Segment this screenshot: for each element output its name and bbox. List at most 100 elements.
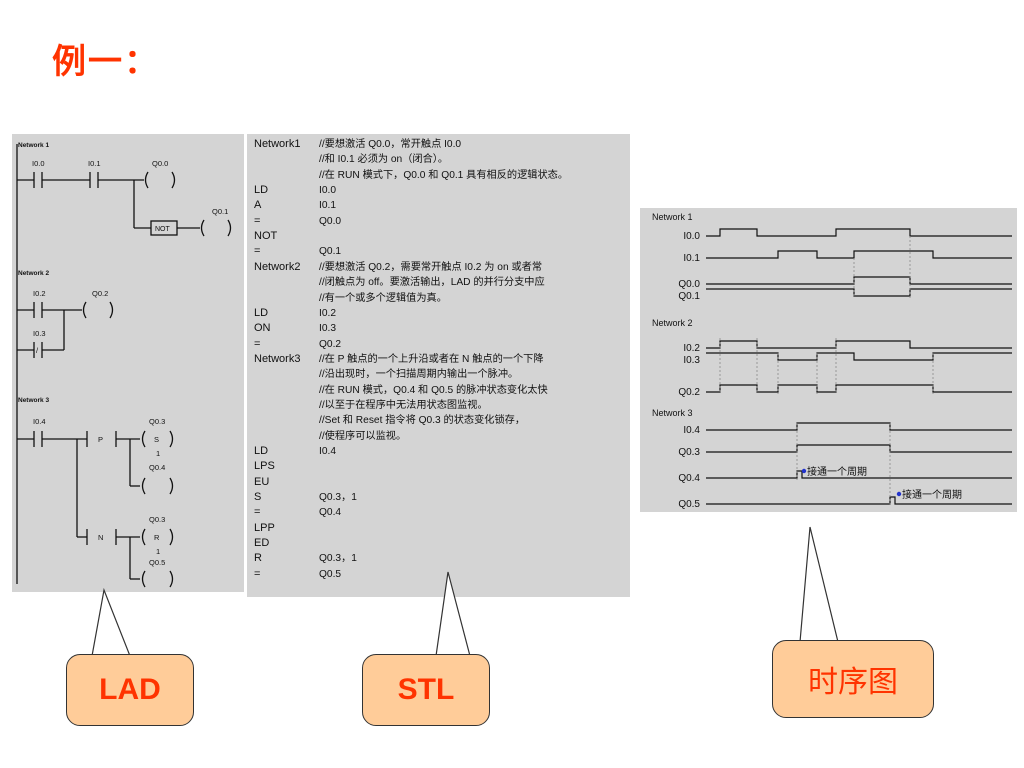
stl-instruction: = [254,337,261,350]
lad-diagram: Network 1 Network 2 Network 3 I0.0 I0.1 … [12,134,244,592]
stl-instruction: = [254,214,261,227]
lad-coil-q03: Q0.3 [149,417,165,426]
signal-waveform [706,470,1012,479]
stl-operand: //使程序可以监视。 [319,430,407,442]
stl-operand: //Set 和 Reset 指令将 Q0.3 的状态变化锁存， [319,415,526,427]
stl-operand: I0.2 [319,307,336,319]
stl-operand: //和 I0.1 必须为 on（闭合）。 [319,154,449,166]
lad-contact-i03: I0.3 [33,329,46,338]
signal-waveform [706,340,1012,349]
lad-contact-i02: I0.2 [33,289,46,298]
stl-instruction: EU [254,475,270,488]
stl-line: //闭触点为 off。要激活输出，LAD 的并行分支中应 [254,276,628,289]
stl-operand: I0.1 [319,200,336,212]
timing-network3-label: Network 3 [652,408,693,418]
stl-operand: //沿出现时，一个扫描周期内输出一个脉冲。 [319,369,519,381]
stl-line: //Set 和 Reset 指令将 Q0.3 的状态变化锁存， [254,414,628,427]
lad-contact-i01: I0.1 [88,159,101,168]
stl-line: Network3 //在 P 触点的一个上升沿或者在 N 触点的一个下降 [254,353,628,366]
lad-coil-q05: Q0.5 [149,558,165,567]
stl-instruction: LPS [254,460,275,473]
stl-instruction: Network1 [254,138,301,150]
timing-svg: Network 1 Network 2 Network 3 I0.0I0.1Q0… [652,212,1012,510]
signal-label: I0.1 [683,253,700,264]
stl-operand: //在 RUN 模式，Q0.4 和 Q0.5 的脉冲状态变化太快 [319,384,548,396]
lad-not-box: NOT [155,226,171,233]
lad-negation-slash: / [36,346,39,355]
stl-operand: //以至于在程序中无法用状态图监视。 [319,399,488,411]
timing-network1-label: Network 1 [652,212,693,222]
stl-instruction: Network3 [254,352,301,365]
stl-operand: //闭触点为 off。要激活输出，LAD 的并行分支中应 [319,277,545,289]
stl-instruction: LD [254,184,269,197]
lad-set-count: 1 [156,449,160,458]
signal-waveform [706,496,1012,505]
stl-operand: Q0.5 [319,568,342,580]
stl-instruction: = [254,506,261,519]
callout-stl: STL [362,654,490,726]
signal-label: I0.4 [683,425,700,436]
stl-instruction: Network2 [254,260,301,273]
stl-operand: I0.0 [319,185,336,197]
stl-line: = Q0.5 [254,568,628,581]
lad-set-coil: S [154,435,159,444]
stl-line: ED [254,537,628,550]
annotation-q05: 接通一个周期 [902,488,962,501]
stl-operand: Q0.4 [319,507,342,519]
pulse-marker-q04 [801,468,807,474]
stl-operand: I0.4 [319,446,336,457]
stl-operand: //要想激活 Q0.2，需要常开触点 I0.2 为 on 或者常 [319,261,543,273]
lad-network3-label: Network 3 [18,397,49,404]
pulse-marker-q05 [896,491,902,497]
stl-operand: //要想激活 Q0.0，常开触点 I0.0 [319,139,462,150]
stl-operand: Q0.1 [319,246,342,258]
lad-p-contact: P [98,435,103,444]
stl-instruction: NOT [254,230,278,243]
stl-instruction: LD [254,306,269,319]
lad-contact-i00: I0.0 [32,159,45,168]
stl-listing: Network1 //要想激活 Q0.0，常开触点 I0.0 //和 I0.1 必须… [247,134,630,597]
lad-reset-count: 1 [156,547,160,556]
signal-label: Q0.2 [678,387,700,398]
stl-line: //沿出现时，一个扫描周期内输出一个脉冲。 [254,368,628,381]
stl-line: = Q0.1 [254,245,628,258]
lad-n-contact: N [98,533,103,542]
stl-line: NOT [254,230,628,243]
annotation-q04: 接通一个周期 [807,465,867,478]
stl-line: =Q0.2 [254,338,628,351]
stl-line: = Q0.4 [254,506,628,519]
stl-operand: //在 P 触点的一个上升沿或者在 N 触点的一个下降 [319,353,544,365]
stl-operand: Q0.3，1 [319,553,357,565]
stl-line: LPP [254,522,628,535]
signal-label: I0.0 [683,231,700,242]
lad-coil-q00: Q0.0 [152,159,168,168]
stl-line: //有一个或多个逻辑值为真。 [254,292,628,305]
stl-line: //和 I0.1 必须为 on（闭合）。 [254,153,628,166]
signal-label: Q0.3 [678,447,700,458]
stl-line: //在 RUN 模式，Q0.4 和 Q0.5 的脉冲状态变化太快 [254,384,628,397]
stl-instruction: A [254,199,262,212]
stl-line: LD I0.4 [254,445,628,458]
signal-label: I0.2 [683,343,700,354]
stl-operand: Q0.0 [319,215,342,227]
signal-label: Q0.4 [678,473,700,484]
lad-network1-label: Network 1 [18,142,49,149]
stl-instruction: LD [254,445,269,457]
stl-line: A I0.1 [254,199,628,212]
stl-operand: Q0.3，1 [319,492,357,504]
callout-lad: LAD [66,654,194,726]
stl-line: LD I0.2 [254,307,628,320]
lad-contact-i04: I0.4 [33,417,46,426]
stl-instruction: = [254,567,261,580]
signal-waveform [706,228,1012,237]
stl-operand: //有一个或多个逻辑值为真。 [319,292,447,304]
stl-line: = Q0.0 [254,215,628,228]
stl-instruction: = [254,245,261,258]
stl-line: Network2 //要想激活 Q0.2，需要常开触点 I0.2 为 on 或者常 [254,261,628,274]
lad-coil-q04: Q0.4 [149,463,165,472]
